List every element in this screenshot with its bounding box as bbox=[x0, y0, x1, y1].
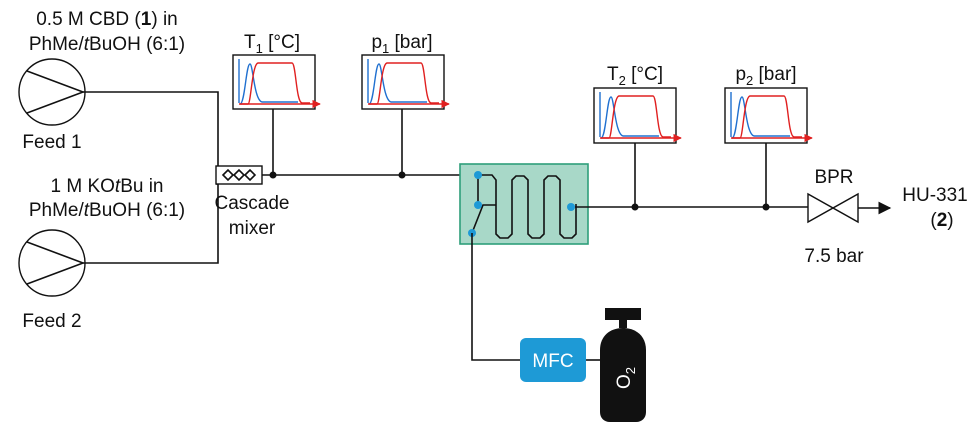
product-id: (2) bbox=[930, 210, 953, 231]
feed1-description-line2: PhMe/tBuOH (6:1) bbox=[29, 34, 185, 55]
p1-sensor-plot bbox=[361, 54, 450, 110]
gas-cylinder-icon bbox=[600, 308, 646, 422]
t2-sensor-plot bbox=[593, 87, 682, 144]
bpr-pressure: 7.5 bar bbox=[804, 246, 864, 267]
feed1-line bbox=[83, 91, 219, 169]
p2-label: p2 [bar] bbox=[735, 64, 796, 88]
feed1-description-line1: 0.5 M CBD (1) in bbox=[36, 9, 178, 30]
t1-node bbox=[269, 171, 277, 179]
mixer-label-line1: Cascade bbox=[215, 193, 290, 214]
p2-sensor-plot bbox=[724, 87, 813, 144]
product-name: HU-331 bbox=[902, 185, 967, 206]
feed2-pump-icon bbox=[18, 229, 86, 297]
t1-sensor-plot bbox=[232, 54, 321, 110]
t2-node bbox=[631, 203, 639, 211]
gas-label: O2 bbox=[614, 367, 638, 389]
cascade-mixer-icon bbox=[215, 165, 263, 185]
t2-label: T2 [°C] bbox=[607, 64, 663, 88]
t1-label: T1 [°C] bbox=[244, 32, 300, 56]
feed2-label: Feed 2 bbox=[22, 311, 81, 332]
feed2-description-line1: 1 M KOtBu in bbox=[51, 176, 164, 197]
coil-reactor-icon bbox=[459, 163, 589, 245]
mixer-label-line2: mixer bbox=[229, 218, 276, 239]
p1-label: p1 [bar] bbox=[371, 32, 432, 56]
bpr-label: BPR bbox=[814, 167, 853, 188]
mfc-label: MFC bbox=[532, 351, 573, 372]
feed1-pump-icon bbox=[18, 58, 86, 126]
feed2-description-line2: PhMe/tBuOH (6:1) bbox=[29, 200, 185, 221]
bpr-valve-icon bbox=[807, 192, 859, 224]
feed1-label: Feed 1 bbox=[22, 132, 81, 153]
p2-node bbox=[762, 203, 770, 211]
p1-node bbox=[398, 171, 406, 179]
gas-line bbox=[471, 233, 520, 361]
mfc-box bbox=[520, 338, 586, 382]
